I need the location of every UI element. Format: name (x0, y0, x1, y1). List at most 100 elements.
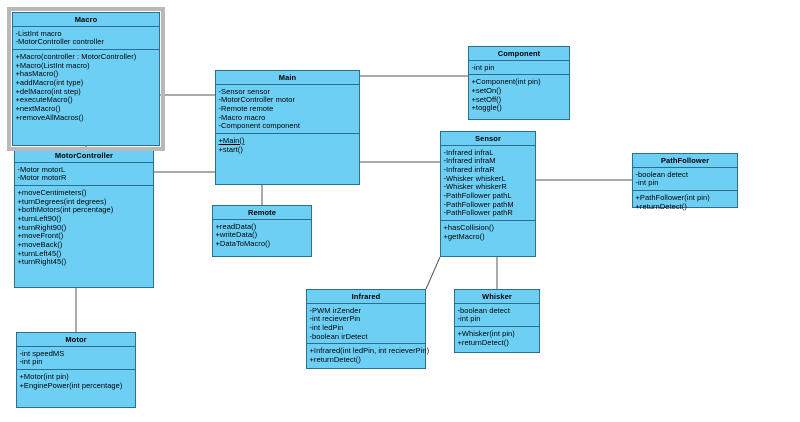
attribute-row: -Infrared infraR (443, 164, 495, 174)
method-row: +nextMacro() (15, 104, 61, 114)
methods-compartment-motorcontroller: +moveCentimeters()+turnDegrees(int degre… (15, 186, 153, 269)
method-row: +moveBack() (17, 240, 63, 250)
class-name-motor: Motor (17, 333, 135, 347)
attributes-compartment-component: -int pin (469, 61, 569, 76)
method-row: +Whisker(int pin) (457, 328, 515, 338)
attribute-row: -Macro macro (218, 112, 266, 122)
method-row: +returnDetect() (309, 355, 361, 365)
compartment-filler (455, 349, 539, 352)
class-name-sensor: Sensor (441, 132, 535, 146)
method-row: +toggle() (471, 103, 502, 113)
method-row: +removeAllMacros() (15, 112, 84, 122)
uml-class-motor[interactable]: Motor-int speedMS-int pin+Motor(int pin)… (16, 332, 136, 408)
attribute-row: -int speedMS (19, 348, 65, 358)
method-row: +turnRight45() (17, 257, 67, 267)
methods-compartment-macro: +Macro(controller : MotorController)+Mac… (13, 50, 159, 125)
compartment-filler (13, 124, 159, 145)
method-row: +hasMacro() (15, 69, 59, 79)
attribute-row: -MotorController controller (15, 37, 104, 47)
uml-class-component[interactable]: Component-int pin+Component(int pin)+set… (468, 46, 570, 120)
attribute-row: -Component component (218, 121, 300, 131)
class-name-infrared: Infrared (307, 290, 425, 304)
method-row: +readData() (215, 221, 257, 231)
compartment-filler (213, 251, 311, 257)
uml-class-infrared[interactable]: Infrared-PWM irZender-int recieverPin-in… (306, 289, 430, 369)
method-row: +Main() (218, 136, 245, 146)
attribute-row: -Motor motorR (17, 173, 67, 183)
method-row: +Macro(controller : MotorController) (15, 51, 137, 61)
compartment-filler (15, 269, 153, 287)
method-row: +turnRight90() (17, 222, 67, 232)
attribute-row: -PathFollower pathM (443, 199, 514, 209)
class-name-pathfollower: PathFollower (633, 154, 737, 168)
class-name-main: Main (216, 71, 359, 85)
methods-compartment-sensor: +hasCollision()+getMacro() (441, 221, 535, 243)
attribute-row: -int pin (19, 357, 43, 367)
method-row: +moveCentimeters() (17, 187, 87, 197)
compartment-filler (216, 156, 359, 184)
methods-compartment-component: +Component(int pin)+setOn()+setOff()+tog… (469, 75, 569, 115)
method-row: +DataToMacro() (215, 238, 271, 248)
method-row: +turnDegrees(int degrees) (17, 196, 107, 206)
attribute-row: -int recieverPin (309, 314, 361, 324)
methods-compartment-whisker: +Whisker(int pin)+returnDetect() (455, 327, 539, 349)
compartment-filler (441, 243, 535, 256)
attribute-row: -boolean detect (635, 169, 688, 179)
attribute-row: -Sensor sensor (218, 86, 271, 96)
attribute-row: -Remote remote (218, 103, 274, 113)
method-row: +writeData() (215, 230, 258, 240)
method-row: +EnginePower(int percentage) (19, 380, 123, 390)
uml-class-pathfollower[interactable]: PathFollower-boolean detect-int pin +Path… (632, 153, 738, 210)
uml-class-whisker[interactable]: Whisker-boolean detect-int pin+Whisker(i… (454, 289, 540, 353)
method-row: +Motor(int pin) (19, 371, 69, 381)
method-row: +returnDetect() (635, 201, 687, 211)
class-name-motorcontroller: MotorController (15, 149, 153, 163)
method-row: +getMacro() (443, 231, 485, 241)
attribute-row: -Infrared infraL (443, 147, 494, 157)
methods-compartment-pathfollower: +PathFollower(int pin)+returnDetect() (633, 191, 737, 213)
attributes-compartment-whisker: -boolean detect-int pin (455, 304, 539, 327)
method-row: +PathFollower(int pin) (635, 192, 710, 202)
attributes-compartment-infrared: -PWM irZender-int recieverPin-int ledPin… (307, 304, 425, 345)
attribute-row: -Infrared infraM (443, 156, 496, 166)
method-row: +setOff() (471, 94, 502, 104)
attribute-row: -MotorController motor (218, 95, 296, 105)
uml-class-sensor[interactable]: Sensor-Infrared infraL-Infrared infraM-I… (440, 131, 536, 257)
methods-compartment-motor: +Motor(int pin)+EnginePower(int percenta… (17, 370, 135, 392)
methods-compartment-main: +Main()+start() (216, 134, 359, 156)
attribute-row: -int pin (457, 314, 481, 324)
uml-class-remote[interactable]: Remote+readData()+writeData()+DataToMacr… (212, 205, 312, 257)
method-row: +executeMacro() (15, 95, 73, 105)
method-row: +start() (218, 144, 243, 154)
attribute-row: -Whisker whiskerR (443, 182, 507, 192)
method-row: +turnLeft45() (17, 248, 62, 258)
method-row: +addMacro(int type) (15, 78, 84, 88)
method-row: +delMacro(int step) (15, 86, 81, 96)
attribute-row: -boolean irDetect (309, 331, 368, 341)
method-row: +turnLeft90() (17, 214, 62, 224)
class-name-macro: Macro (13, 13, 159, 27)
class-name-remote: Remote (213, 206, 311, 220)
method-row: +Component(int pin) (471, 77, 541, 87)
sensor-to-infrared (425, 256, 441, 290)
attribute-row: -Motor motorL (17, 164, 66, 174)
method-row: +hasCollision() (443, 223, 495, 233)
method-row: +returnDetect() (457, 337, 509, 347)
class-name-whisker: Whisker (455, 290, 539, 304)
compartment-filler (17, 392, 135, 407)
attribute-row: -int pin (635, 178, 659, 188)
attributes-compartment-motor: -int speedMS-int pin (17, 347, 135, 370)
compartment-filler (469, 115, 569, 120)
attributes-compartment-macro: -ListInt macro-MotorController controlle… (13, 27, 159, 50)
class-name-component: Component (469, 47, 569, 61)
attribute-row: -PWM irZender (309, 305, 361, 315)
methods-compartment-infrared: +Infrared(int ledPin, int recieverPin)+r… (307, 344, 430, 366)
attribute-row: -boolean detect (457, 305, 510, 315)
attribute-row: -ListInt macro (15, 28, 62, 38)
uml-class-main[interactable]: Main-Sensor sensor-MotorController motor… (215, 70, 360, 185)
attributes-compartment-motorcontroller: -Motor motorL-Motor motorR (15, 163, 153, 186)
methods-compartment-remote: +readData()+writeData()+DataToMacro() (213, 220, 311, 251)
uml-class-macro[interactable]: Macro-ListInt macro-MotorController cont… (7, 7, 165, 151)
uml-class-motorcontroller[interactable]: MotorController-Motor motorL-Motor motor… (14, 148, 154, 288)
method-row: +Infrared(int ledPin, int recieverPin) (309, 346, 430, 356)
